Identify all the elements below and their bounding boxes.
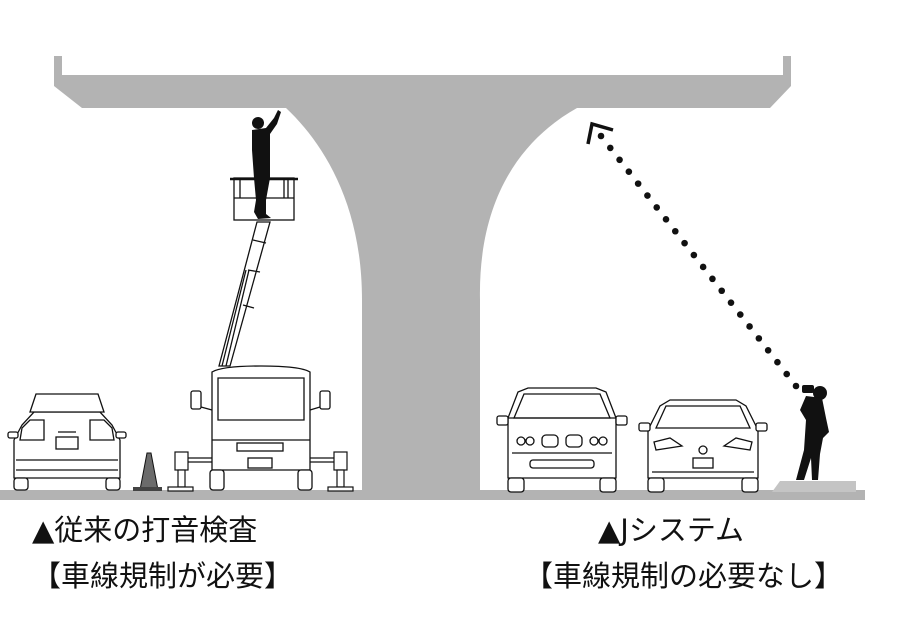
beam-dot: [709, 275, 716, 283]
beam-dot: [718, 287, 726, 295]
beam-dot: [644, 192, 651, 199]
beam-dot: [764, 346, 772, 354]
bridge-deck-and-pier: [54, 56, 791, 492]
beam-dot: [746, 323, 753, 330]
sedan-front-view: [638, 399, 768, 493]
left-title-conventional-hammering-test: ▲従来の打音検査: [32, 513, 258, 547]
beam-dot: [653, 204, 661, 211]
beam-dot: [662, 216, 670, 223]
beam-dot: [597, 132, 605, 140]
bridge-structure: [54, 56, 791, 492]
right-title-j-system: ▲Jシステム: [598, 513, 744, 547]
worker-on-platform: [252, 110, 281, 219]
sidewalk-curb: [772, 481, 856, 492]
beam-dot: [774, 358, 781, 366]
beam-dot: [783, 370, 791, 378]
beam-dot: [792, 382, 800, 390]
beam-dot: [681, 239, 688, 247]
beam-dot: [634, 180, 642, 187]
beam-dot: [736, 311, 744, 318]
beam-dot: [616, 156, 623, 164]
beam-dot: [671, 227, 679, 235]
dotted-measurement-beam: [597, 132, 800, 390]
beam-dot: [690, 251, 698, 259]
beam-dot: [755, 335, 763, 342]
beam-dot: [625, 168, 633, 176]
operator-with-device: [796, 385, 829, 480]
beam-dot: [606, 144, 614, 152]
beam-target-marker: [586, 121, 614, 145]
left-subtitle-lane-restriction-required: 【車線規制が必要】: [32, 559, 294, 593]
road-surface: [0, 490, 865, 500]
suv-front-view: [496, 387, 628, 493]
right-subtitle-no-lane-restriction: 【車線規制の必要なし】: [524, 559, 844, 593]
beam-dot: [699, 263, 707, 271]
sedan-rear-view: [7, 393, 127, 491]
aerial-work-truck: [190, 177, 331, 491]
traffic-cone: [133, 452, 162, 491]
beam-dot: [727, 299, 735, 306]
